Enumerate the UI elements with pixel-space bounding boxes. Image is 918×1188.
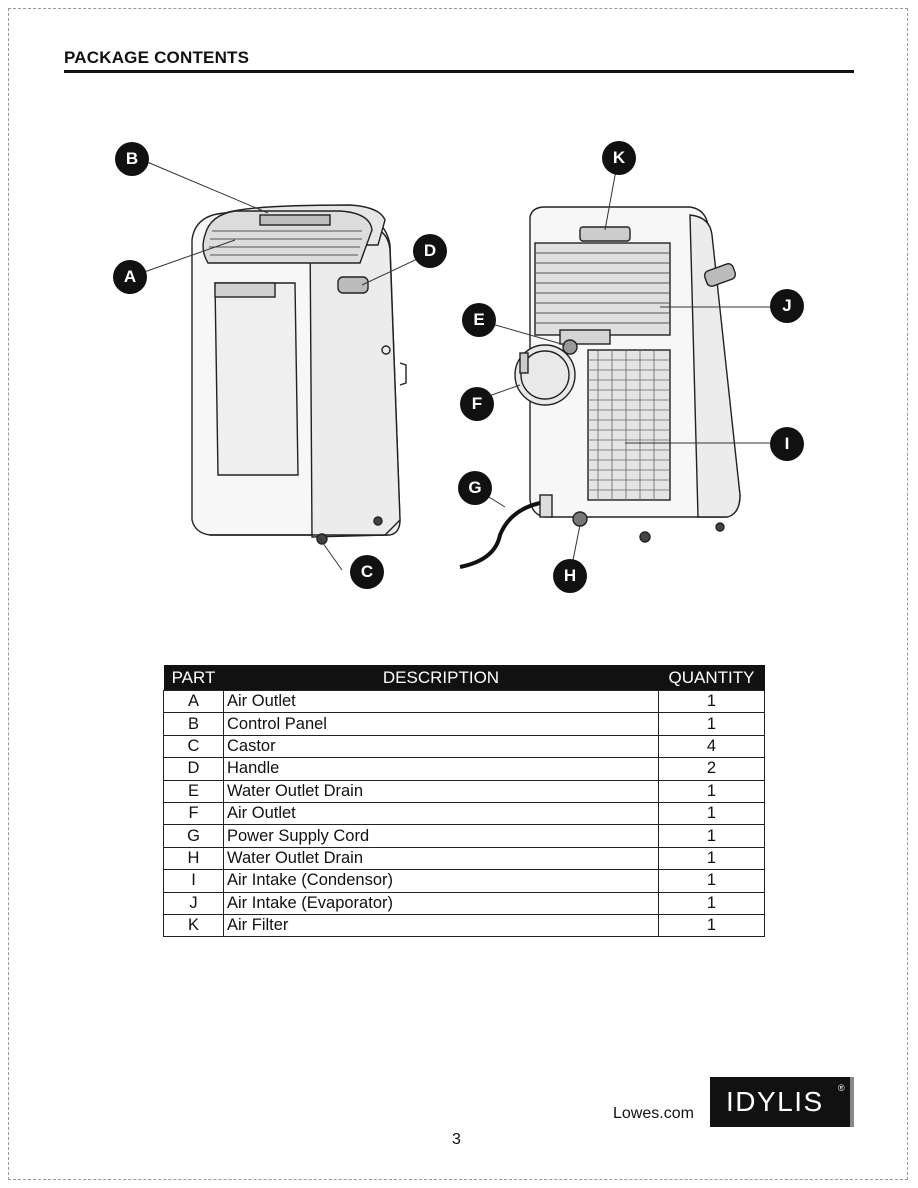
table-row: J Air Intake (Evaporator) 1 bbox=[163, 891, 765, 915]
cell-quantity: 4 bbox=[658, 734, 765, 759]
parts-table: PART DESCRIPTION QUANTITY A Air Outlet 1… bbox=[163, 665, 765, 938]
cell-quantity: 1 bbox=[658, 846, 765, 871]
cell-quantity: 1 bbox=[658, 824, 765, 848]
callout-k: K bbox=[602, 141, 636, 175]
cell-quantity: 1 bbox=[658, 779, 765, 803]
cell-description: Air Outlet bbox=[223, 689, 659, 714]
title-underline bbox=[64, 70, 854, 73]
air-conditioner-illustration bbox=[129, 158, 785, 576]
cell-quantity: 1 bbox=[658, 913, 765, 938]
table-header-row: PART DESCRIPTION QUANTITY bbox=[163, 665, 765, 691]
cell-part: C bbox=[163, 734, 224, 759]
table-row: D Handle 2 bbox=[163, 757, 765, 781]
table-row: A Air Outlet 1 bbox=[163, 689, 765, 714]
table-row: C Castor 4 bbox=[163, 734, 765, 759]
cell-description: Power Supply Cord bbox=[223, 824, 659, 848]
callout-h: H bbox=[553, 559, 587, 593]
cell-description: Water Outlet Drain bbox=[223, 779, 659, 803]
cell-part: E bbox=[163, 779, 224, 803]
cell-description: Water Outlet Drain bbox=[223, 846, 659, 871]
callout-c: C bbox=[350, 555, 384, 589]
page-number: 3 bbox=[452, 1131, 461, 1148]
table-row: E Water Outlet Drain 1 bbox=[163, 779, 765, 803]
callout-d: D bbox=[413, 234, 447, 268]
cell-part: D bbox=[163, 757, 224, 781]
cell-part: J bbox=[163, 891, 224, 915]
callout-e: E bbox=[462, 303, 496, 337]
cell-quantity: 1 bbox=[658, 869, 765, 893]
table-row: F Air Outlet 1 bbox=[163, 801, 765, 826]
cell-quantity: 1 bbox=[658, 712, 765, 736]
cell-part: K bbox=[163, 913, 224, 938]
header-part: PART bbox=[163, 665, 224, 691]
cell-part: F bbox=[163, 801, 224, 826]
cell-description: Castor bbox=[223, 734, 659, 759]
callout-f: F bbox=[460, 387, 494, 421]
cell-part: G bbox=[163, 824, 224, 848]
cell-description: Control Panel bbox=[223, 712, 659, 736]
table-row: G Power Supply Cord 1 bbox=[163, 824, 765, 848]
table-row: I Air Intake (Condensor) 1 bbox=[163, 869, 765, 893]
product-diagram: B A D C K J E F I G H bbox=[100, 135, 820, 605]
cell-description: Air Intake (Condensor) bbox=[223, 869, 659, 893]
logo-edge bbox=[850, 1077, 854, 1127]
callout-i: I bbox=[770, 427, 804, 461]
brand-logo: IDYLIS ® bbox=[710, 1077, 854, 1127]
callout-g: G bbox=[458, 471, 492, 505]
callout-b: B bbox=[115, 142, 149, 176]
cell-description: Air Outlet bbox=[223, 801, 659, 826]
brand-logo-text: IDYLIS bbox=[726, 1086, 824, 1117]
cell-part: H bbox=[163, 846, 224, 871]
footer-website: Lowes.com bbox=[613, 1105, 694, 1122]
cell-description: Handle bbox=[223, 757, 659, 781]
page-border bbox=[8, 8, 908, 1180]
table-row: H Water Outlet Drain 1 bbox=[163, 846, 765, 871]
section-title: PACKAGE CONTENTS bbox=[64, 48, 250, 67]
header-description: DESCRIPTION bbox=[223, 665, 659, 691]
cell-description: Air Intake (Evaporator) bbox=[223, 891, 659, 915]
cell-description: Air Filter bbox=[223, 913, 659, 938]
cell-quantity: 1 bbox=[658, 891, 765, 915]
table-row: B Control Panel 1 bbox=[163, 712, 765, 736]
cell-quantity: 2 bbox=[658, 757, 765, 781]
header-quantity: QUANTITY bbox=[658, 665, 765, 691]
cell-part: I bbox=[163, 869, 224, 893]
cell-part: A bbox=[163, 689, 224, 714]
callout-j: J bbox=[770, 289, 804, 323]
cell-part: B bbox=[163, 712, 224, 736]
cell-quantity: 1 bbox=[658, 689, 765, 714]
cell-quantity: 1 bbox=[658, 801, 765, 826]
registered-mark: ® bbox=[838, 1083, 845, 1093]
table-row: K Air Filter 1 bbox=[163, 913, 765, 938]
callout-a: A bbox=[113, 260, 147, 294]
